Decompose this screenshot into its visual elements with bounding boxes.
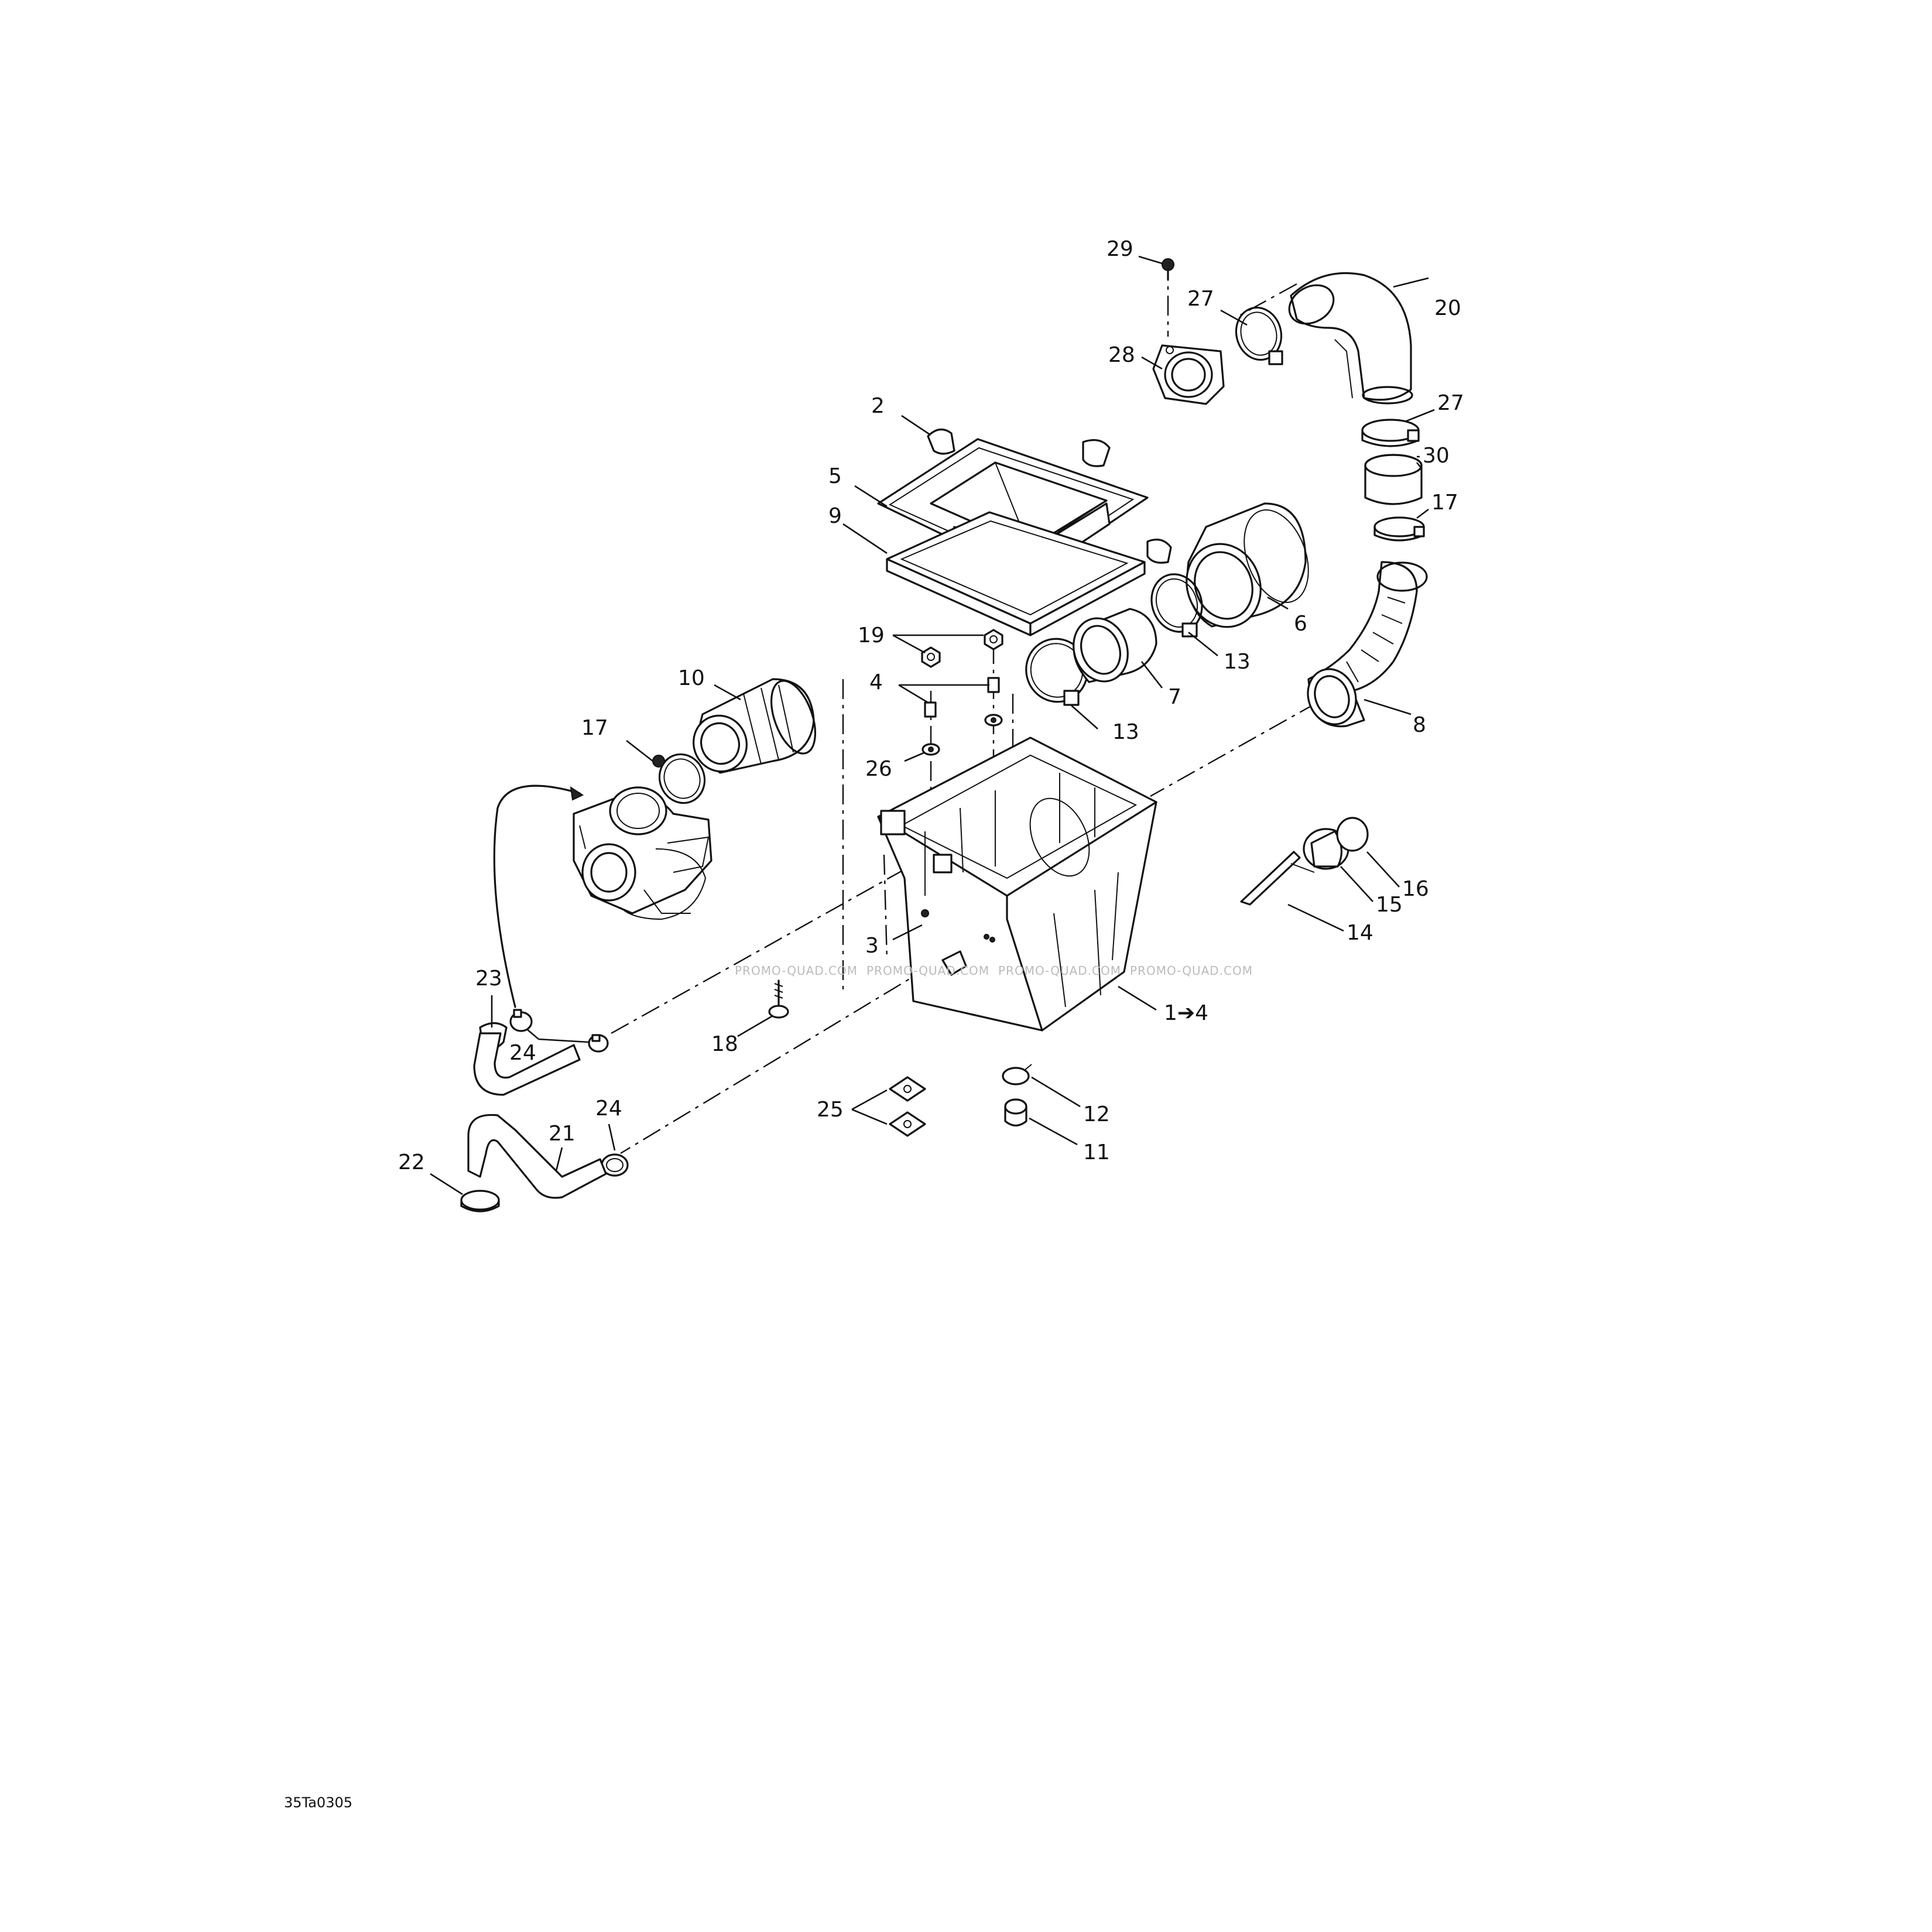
part-15-cap bbox=[1303, 828, 1349, 870]
part-1-air-box bbox=[877, 737, 1157, 1032]
part-13-clamp-upper bbox=[1150, 573, 1203, 638]
callout-30: 30 bbox=[1423, 444, 1450, 468]
callout-9: 9 bbox=[828, 504, 842, 528]
callout-17-left: 17 bbox=[581, 716, 608, 740]
part-2-clips bbox=[927, 429, 1172, 564]
callout-27-lower: 27 bbox=[1437, 391, 1464, 415]
part-8-intake-tube bbox=[1307, 561, 1428, 728]
part-6-cylinder bbox=[1186, 502, 1309, 628]
callout-4: 4 bbox=[869, 670, 883, 694]
part-29-bolt bbox=[1162, 258, 1174, 281]
watermark-2: PROMO-QUAD.COM bbox=[866, 964, 989, 978]
callout-29: 29 bbox=[1107, 237, 1133, 261]
callout-27-upper: 27 bbox=[1187, 287, 1214, 311]
callout-12: 12 bbox=[1083, 1102, 1110, 1126]
watermark-4: PROMO-QUAD.COM bbox=[1130, 964, 1253, 978]
callout-28: 28 bbox=[1108, 343, 1135, 367]
callout-18: 18 bbox=[711, 1032, 738, 1056]
part-7-coupler bbox=[1073, 608, 1157, 683]
part-10-boot bbox=[693, 678, 816, 774]
callout-8: 8 bbox=[1413, 713, 1426, 737]
callout-13-lower: 13 bbox=[1112, 720, 1139, 744]
vent-hose-arrow bbox=[493, 785, 584, 1008]
part-22-clamp bbox=[460, 1190, 500, 1212]
part-20-elbow bbox=[1288, 272, 1413, 405]
part-27-clamp-lower bbox=[1361, 419, 1420, 447]
watermarks: PROMO-QUAD.COM PROMO-QUAD.COM PROMO-QUAD… bbox=[735, 964, 1253, 978]
callout-3: 3 bbox=[865, 934, 879, 958]
part-21-hose bbox=[467, 1114, 607, 1199]
part-13-clamp-lower bbox=[1025, 638, 1088, 706]
part-11-plug bbox=[1004, 1098, 1027, 1127]
part-27-clamp-upper bbox=[1235, 306, 1283, 365]
callout-14: 14 bbox=[1347, 921, 1373, 945]
watermark-3: PROMO-QUAD.COM bbox=[998, 964, 1121, 978]
part-17-clamp-right bbox=[1373, 516, 1425, 542]
part-9-filter bbox=[886, 511, 1146, 636]
callouts: 29 27 20 28 27 2 30 5 17 9 6 13 19 7 10 … bbox=[398, 237, 1464, 1174]
part-24-clamp-middle bbox=[588, 1034, 609, 1053]
callout-24-upper: 24 bbox=[509, 1041, 536, 1065]
callout-20: 20 bbox=[1434, 296, 1461, 320]
part-4-spacers bbox=[924, 677, 1000, 718]
callout-7: 7 bbox=[1168, 685, 1181, 709]
part-16-disc bbox=[1336, 817, 1369, 852]
carburetor bbox=[573, 786, 712, 920]
part-18-screw bbox=[768, 979, 789, 1019]
part-19-nuts bbox=[921, 629, 1003, 668]
callout-17-right: 17 bbox=[1431, 491, 1458, 515]
callout-5: 5 bbox=[828, 464, 842, 488]
callout-21: 21 bbox=[549, 1122, 576, 1146]
part-17-clamp-left bbox=[652, 753, 706, 804]
part-30-sleeve bbox=[1364, 454, 1423, 505]
part-25-pads bbox=[889, 1076, 926, 1137]
callout-22: 22 bbox=[398, 1150, 425, 1174]
callout-1-to-4: 1➔4 bbox=[1164, 1001, 1208, 1025]
callout-11: 11 bbox=[1083, 1140, 1110, 1164]
callout-26: 26 bbox=[865, 757, 892, 781]
callout-16: 16 bbox=[1402, 877, 1429, 901]
part-26-washers bbox=[922, 714, 1003, 756]
callout-25: 25 bbox=[817, 1098, 844, 1122]
part-24-clamp-upper bbox=[509, 1009, 533, 1032]
part-28-adapter bbox=[1152, 344, 1225, 405]
callout-2: 2 bbox=[871, 394, 885, 418]
callout-13-upper: 13 bbox=[1224, 650, 1251, 674]
callout-24-lower: 24 bbox=[595, 1097, 622, 1121]
drawing-reference: 35Ta0305 bbox=[284, 1794, 352, 1811]
part-23-hose bbox=[473, 1022, 581, 1096]
part-12-clip bbox=[1002, 1064, 1032, 1085]
callout-19: 19 bbox=[858, 624, 885, 648]
callout-23: 23 bbox=[475, 967, 502, 991]
callout-6: 6 bbox=[1294, 612, 1307, 636]
leader-lines bbox=[430, 255, 1435, 1195]
watermark-1: PROMO-QUAD.COM bbox=[735, 964, 858, 978]
part-14-wire-clip bbox=[1240, 851, 1315, 906]
callout-15: 15 bbox=[1376, 893, 1403, 917]
callout-10: 10 bbox=[678, 666, 705, 690]
